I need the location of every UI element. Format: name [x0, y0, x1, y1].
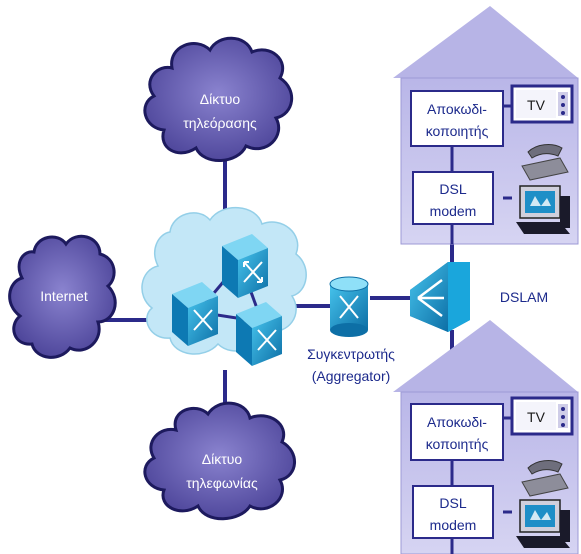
modem-label-line1: DSL — [439, 495, 466, 511]
cloud-tv-label-line2: τηλεόρασης — [183, 115, 257, 131]
decoder-label-line2: κοποιητής — [426, 436, 489, 452]
home-2: Αποκωδι- κοποιητής DSL modem TV — [393, 320, 579, 554]
router-switch-icon — [172, 282, 218, 346]
aggregator-label-line1: Συγκεντρωτής — [307, 346, 395, 362]
aggregator-label-line2: (Aggregator) — [312, 368, 391, 384]
cloud-phone-label-line1: Δίκτυο — [202, 451, 243, 467]
telephone-icon — [521, 144, 569, 181]
router-switch-icon — [222, 234, 268, 298]
router-switch-icon — [236, 302, 282, 366]
decoder-box — [410, 90, 504, 147]
decoder-label-line1: Αποκωδι- — [427, 414, 487, 430]
tv-icon: TV — [510, 396, 574, 436]
aggregator-icon — [329, 276, 369, 337]
dslam-icon — [410, 262, 470, 332]
telephone-icon — [521, 460, 569, 497]
cloud-tv-label-line1: Δίκτυο — [200, 91, 241, 107]
modem-label-line2: modem — [430, 517, 477, 533]
tv-icon: TV — [510, 84, 574, 124]
tv-label: TV — [527, 97, 546, 113]
modem-label-line2: modem — [430, 203, 477, 219]
home-1: Αποκωδι- κοποιητής DSL modem TV — [393, 6, 579, 245]
computer-icon — [516, 185, 570, 234]
modem-box — [412, 485, 494, 539]
modem-label-line1: DSL — [439, 181, 466, 197]
modem-box — [412, 171, 494, 225]
dslam-label: DSLAM — [500, 289, 548, 305]
core-network-cloud — [141, 206, 307, 366]
cloud-internet: Internet — [8, 234, 117, 359]
decoder-label-line2: κοποιητής — [426, 123, 489, 139]
tv-label: TV — [527, 409, 546, 425]
cloud-internet-label: Internet — [40, 288, 88, 304]
cloud-tv-network: Δίκτυο τηλεόρασης — [143, 36, 294, 162]
computer-icon — [516, 499, 570, 548]
house-roof — [393, 6, 578, 78]
cloud-phone-label-line2: τηλεφωνίας — [186, 475, 258, 491]
decoder-box — [410, 403, 504, 461]
cloud-phone-network: Δίκτυο τηλεφωνίας — [143, 401, 296, 521]
house-roof — [393, 320, 578, 392]
decoder-label-line1: Αποκωδι- — [427, 101, 487, 117]
